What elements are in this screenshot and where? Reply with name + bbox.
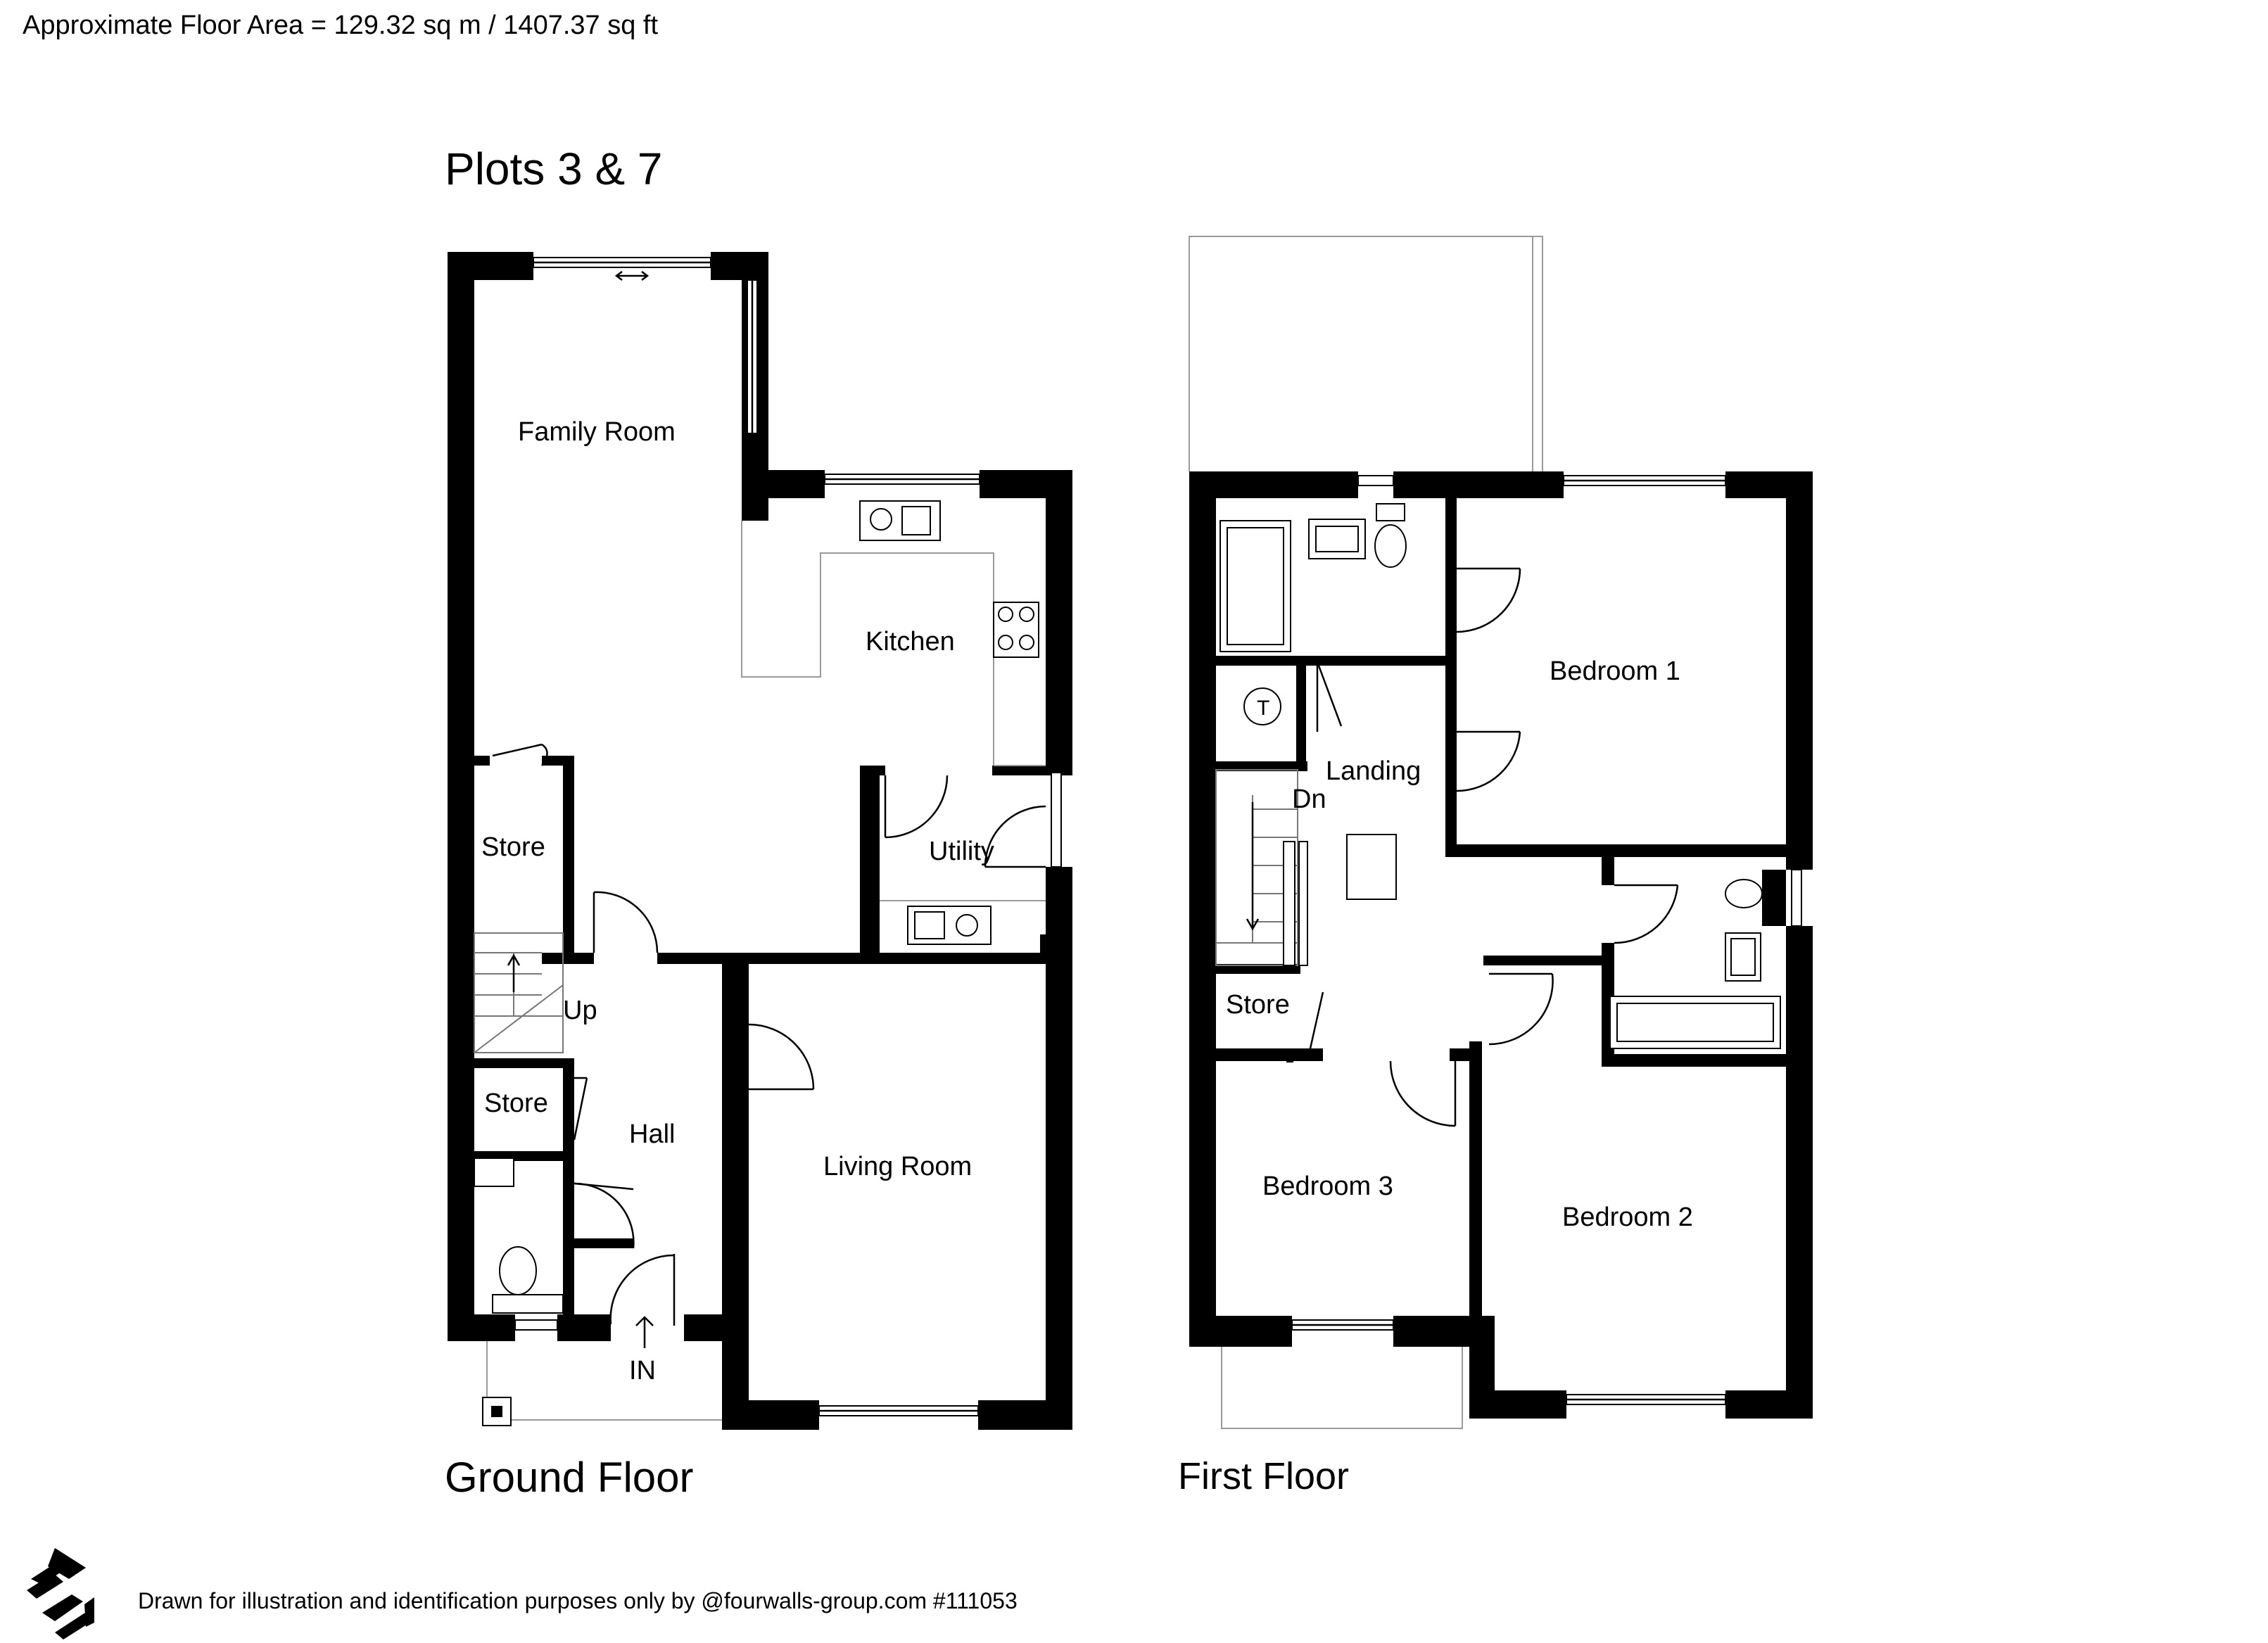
stairs-down-label: Dn [1292,785,1326,814]
entrance-label: IN [629,1356,656,1385]
room-label-bedroom-1: Bedroom 1 [1550,656,1680,686]
fourwalls-logo [27,1548,94,1639]
room-label-store-ground-1: Store [481,832,545,862]
room-label-bedroom-2: Bedroom 2 [1562,1203,1693,1232]
stairs-up-label: Up [563,996,597,1025]
room-label-kitchen: Kitchen [866,627,955,656]
room-label-store-ground-2: Store [484,1089,548,1118]
room-label-utility: Utility [929,837,994,866]
room-label-family-room: Family Room [518,417,676,447]
room-label-store-first: Store [1226,990,1290,1020]
room-label-bedroom-3: Bedroom 3 [1262,1172,1393,1201]
room-label-landing: Landing [1326,756,1421,786]
first-floor-title: First Floor [1178,1455,1349,1497]
first-floor-plan: T [1189,236,1813,1429]
plot-title: Plots 3 & 7 [445,144,663,194]
ground-floor-plan [448,252,1072,1430]
room-label-hall: Hall [629,1119,675,1149]
floor-area-text: Approximate Floor Area = 129.32 sq m / 1… [23,11,658,40]
cylinder-symbol: T [1257,697,1269,720]
ground-floor-title: Ground Floor [445,1454,694,1501]
room-label-living-room: Living Room [823,1152,972,1181]
footer-disclaimer: Drawn for illustration and identificatio… [138,1588,1018,1613]
